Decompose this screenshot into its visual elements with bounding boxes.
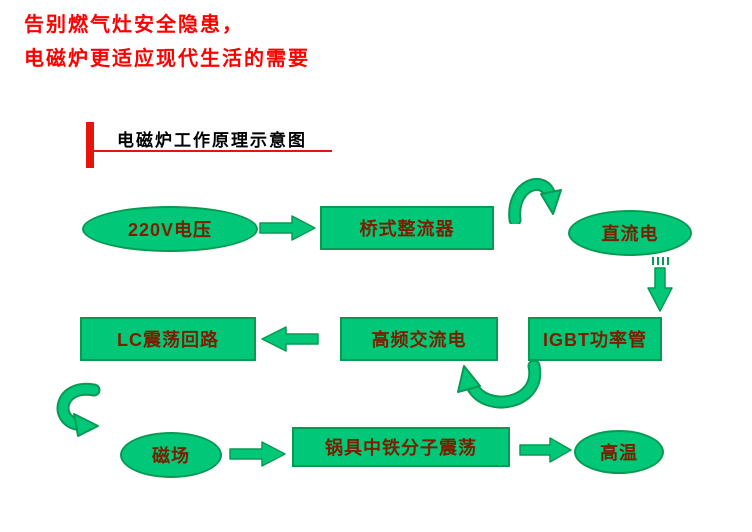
headline-line2: 电磁炉更适应现代生活的需要 — [24, 48, 310, 70]
node-pot-label: 锅具中铁分子震荡 — [325, 438, 477, 458]
section-title: 电磁炉工作原理示意图 — [117, 131, 307, 150]
arrow-hfac-to-lc — [258, 323, 320, 355]
down-arrow-icon — [647, 257, 673, 312]
node-lc-label: LC震荡回路 — [117, 330, 219, 350]
right-arrow-icon — [259, 215, 316, 241]
curved-arrow-icon — [457, 360, 542, 409]
node-hfac-label: 高频交流电 — [371, 330, 467, 350]
arrow-rectifier-to-dc — [503, 170, 567, 224]
node-igbt: IGBT功率管 — [528, 317, 662, 361]
arrow-pot-to-heat — [518, 434, 574, 466]
node-heat: 高温 — [574, 430, 664, 474]
node-voltage: 220V电压 — [82, 206, 258, 252]
arrow-lc-to-magnetic — [52, 382, 112, 438]
title-underline — [86, 150, 332, 152]
arrow-voltage-to-rectifier — [258, 212, 318, 244]
node-dc: 直流电 — [568, 210, 692, 256]
node-dc-label: 直流电 — [601, 224, 659, 244]
node-rectifier: 桥式整流器 — [320, 206, 494, 250]
curved-arrow-icon — [56, 382, 101, 437]
node-rectifier-label: 桥式整流器 — [359, 219, 455, 239]
node-magnetic: 磁场 — [120, 432, 222, 478]
right-arrow-icon — [519, 437, 572, 463]
node-magnetic-label: 磁场 — [152, 446, 190, 466]
node-heat-label: 高温 — [600, 443, 638, 463]
node-voltage-label: 220V电压 — [127, 220, 213, 240]
left-arrow-icon — [261, 326, 319, 352]
node-lc: LC震荡回路 — [80, 317, 256, 361]
arrow-igbt-to-hfac — [452, 360, 548, 416]
right-arrow-icon — [229, 441, 286, 467]
title-accent-bar — [86, 122, 94, 168]
node-igbt-label: IGBT功率管 — [543, 330, 647, 350]
headline-line1: 告别燃气灶安全隐患， — [24, 14, 244, 36]
arrow-magnetic-to-pot — [228, 438, 288, 470]
node-hfac: 高频交流电 — [340, 317, 498, 361]
node-pot: 锅具中铁分子震荡 — [292, 427, 510, 467]
arrow-dc-to-igbt — [645, 256, 675, 314]
curved-arrow-icon — [508, 178, 562, 224]
